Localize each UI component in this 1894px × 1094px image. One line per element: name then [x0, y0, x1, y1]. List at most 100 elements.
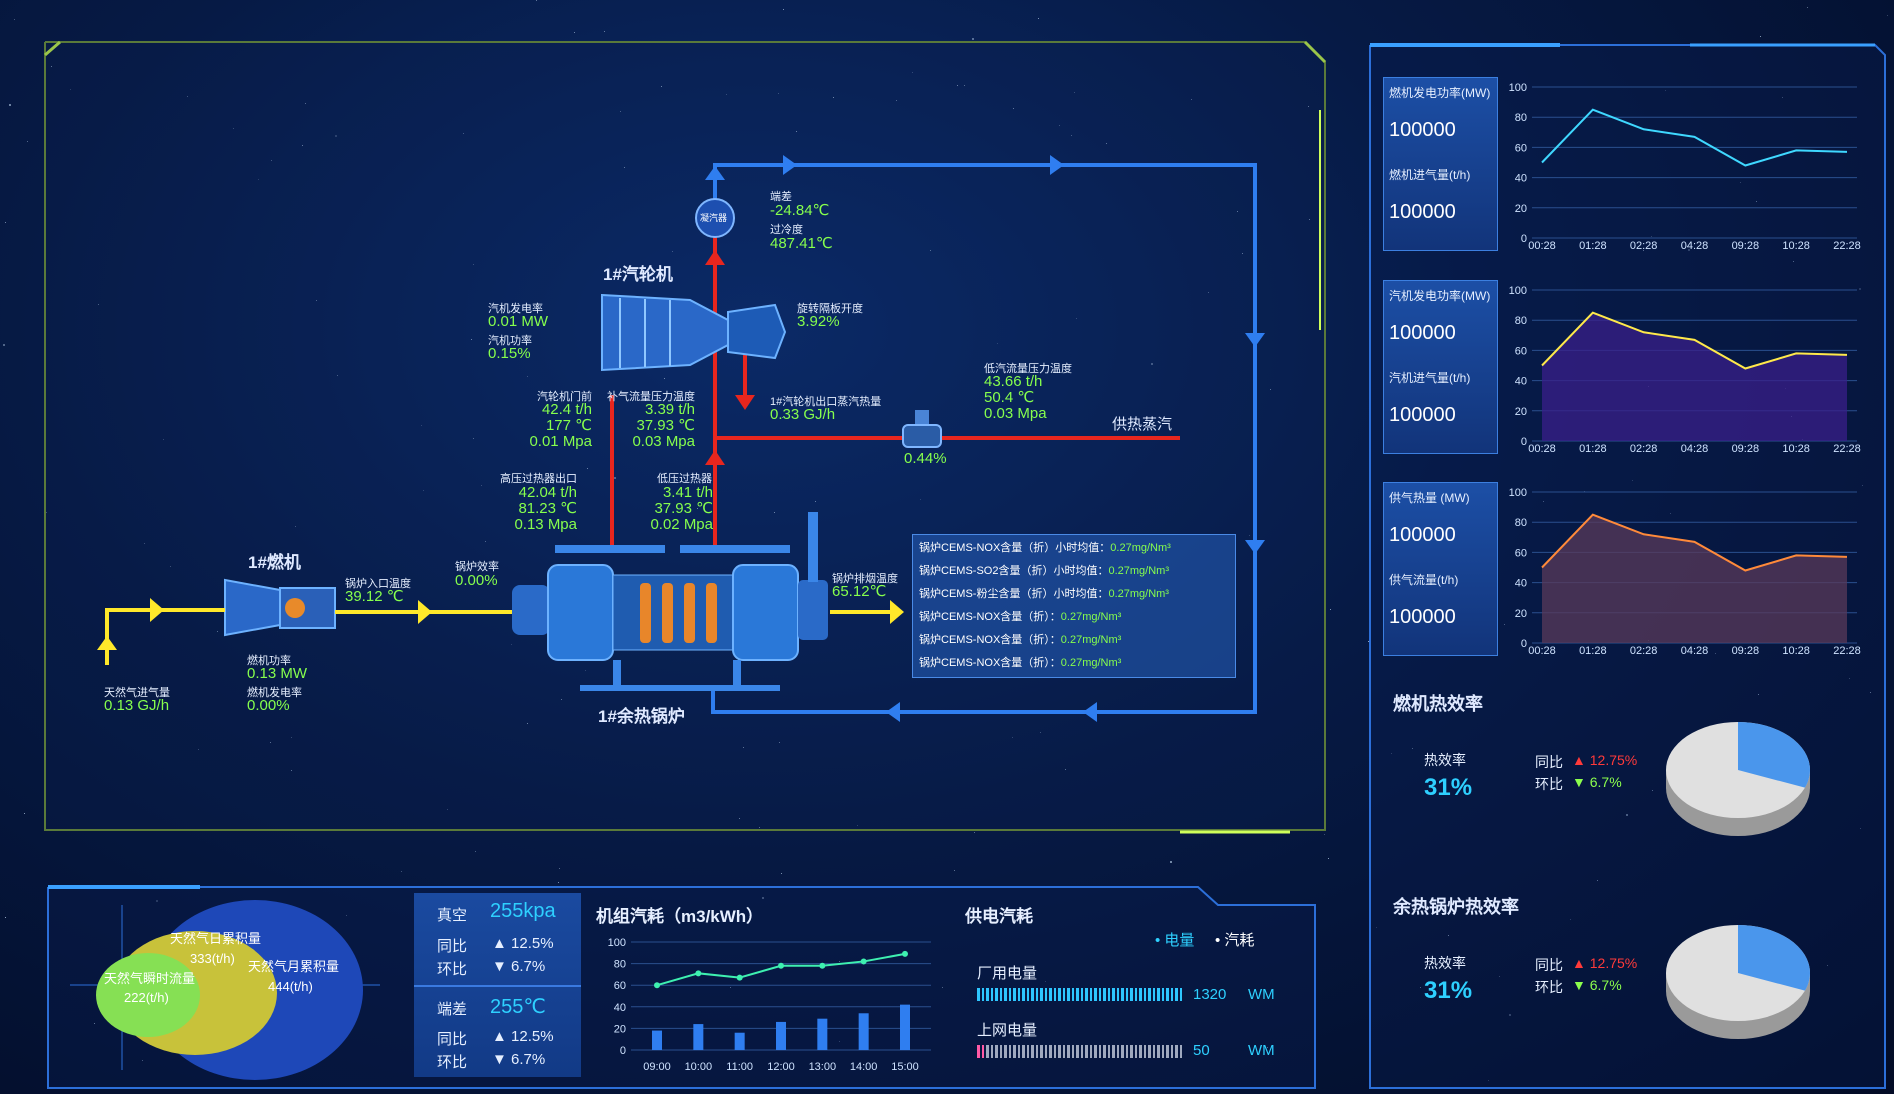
bar [858, 1013, 869, 1050]
line-point [695, 970, 702, 977]
x-tick-label: 10:28 [1782, 240, 1810, 250]
star [156, 900, 158, 902]
vacuum-mom-value: 6.7% [511, 958, 546, 975]
bar-segment [1026, 988, 1029, 1001]
bar-segment [1139, 1045, 1142, 1058]
gas-gen-value: 0.00% [247, 697, 290, 714]
cems-row-value: 0.27mg/Nm³ [1060, 634, 1122, 646]
star [1870, 692, 1871, 693]
bar-segment [1121, 1045, 1124, 1058]
x-tick-label: 22:28 [1833, 443, 1861, 453]
bar-segment [1040, 988, 1043, 1001]
terminal-mom-value-wrap: ▼ 6.7% [492, 1051, 546, 1068]
star [1330, 609, 1331, 610]
cems-row-value: 0.27mg/Nm³ [1108, 565, 1169, 577]
bar-segment [1049, 988, 1052, 1001]
star [401, 871, 402, 872]
star [558, 882, 559, 883]
power-legend2: 汽耗 [1224, 932, 1255, 949]
turbine-power-label: 汽机功率 [488, 335, 532, 347]
cems-row: 锅炉CEMS-粉尘含量（折）小时均值：0.27mg/Nm³ [913, 583, 1235, 606]
star [974, 832, 975, 833]
lp-flow-v2: 50.4 ℃ [984, 389, 1035, 406]
bar-segment [1008, 988, 1011, 1001]
star [778, 93, 779, 94]
gas-power-value: 0.13 MW [247, 665, 308, 682]
turbine-gen-rate-value: 0.01 MW [488, 313, 549, 330]
star [527, 376, 528, 377]
x-tick-label: 02:28 [1630, 443, 1658, 453]
series-line [1541, 513, 1848, 572]
gas-intake-value: 0.13 GJ/h [104, 697, 170, 714]
bar-segment [1062, 988, 1065, 1001]
outlet-heat-value: 0.33 GJ/h [770, 406, 836, 423]
bar-segment [1143, 988, 1146, 1001]
star [587, 468, 588, 469]
hp-label: 高压过热器出口 [500, 473, 577, 485]
boiler-title: 1#余热锅炉 [598, 707, 685, 726]
gas-daily-value: 333(t/h) [190, 951, 235, 966]
star [1065, 769, 1066, 770]
star [1597, 880, 1598, 881]
makeup-v2: 37.93 ℃ [636, 417, 695, 434]
star [1106, 143, 1107, 144]
kpi-value: 100000 [1389, 201, 1456, 223]
star [94, 1023, 95, 1024]
bar-segment [1067, 1045, 1070, 1058]
star [839, 961, 840, 962]
star [1208, 292, 1209, 293]
bar-segment [1139, 988, 1142, 1001]
star [1151, 363, 1153, 365]
bar-segment [1170, 1045, 1173, 1058]
star [198, 749, 199, 750]
star [1074, 92, 1075, 93]
cems-row-label: 锅炉CEMS-NOX含量（折）： [919, 657, 1061, 669]
bar-segment [1026, 1045, 1029, 1058]
y-tick-label: 20 [1515, 406, 1527, 418]
bar-segment [1071, 1045, 1074, 1058]
star [291, 737, 292, 738]
terminal-mom-label: 环比 [437, 1054, 468, 1071]
terminal-mom-value: 6.7% [511, 1051, 546, 1068]
bar-segment [1017, 988, 1020, 1001]
mom-label: 环比 [1535, 776, 1563, 792]
mom-value-wrap: ▼ 6.7% [1572, 977, 1622, 993]
gas-power-label: 燃机功率 [247, 655, 291, 667]
vacuum-yoy-value-wrap: ▲ 12.5% [492, 935, 554, 952]
bar-segment [1170, 988, 1173, 1001]
turbine-title: 1#汽轮机 [603, 265, 673, 284]
star [815, 501, 816, 502]
bar-segment [1035, 1045, 1038, 1058]
bar-segment [999, 1045, 1002, 1058]
x-tick-label: 11:00 [726, 1061, 753, 1073]
star [1013, 108, 1014, 109]
star [1249, 535, 1250, 536]
star [305, 103, 306, 104]
bar-segment [1125, 988, 1128, 1001]
star [337, 375, 338, 376]
star [1651, 236, 1652, 237]
cems-row-value: 0.27mg/Nm³ [1060, 611, 1122, 623]
power-legend1: 电量 [1164, 932, 1195, 949]
star [942, 987, 943, 988]
series-line [1541, 311, 1848, 370]
y-tick-label: 0 [1521, 233, 1527, 245]
bar-segment [1103, 1045, 1106, 1058]
star [920, 499, 921, 500]
star [1237, 211, 1238, 212]
bar-segment [1157, 988, 1160, 1001]
star [471, 339, 472, 340]
star [1448, 935, 1449, 936]
gate-v2: 177 ℃ [545, 417, 592, 434]
x-tick-label: 01:28 [1579, 443, 1607, 453]
star [3, 344, 5, 346]
line-point [860, 958, 867, 965]
cems-row: 锅炉CEMS-NOX含量（折）：0.27mg/Nm³ [913, 652, 1235, 675]
power-legend2-wrap: • 汽耗 [1215, 932, 1255, 949]
gas-monthly-label: 天然气月累积量 [248, 959, 340, 974]
star [14, 19, 15, 20]
star [463, 133, 464, 134]
